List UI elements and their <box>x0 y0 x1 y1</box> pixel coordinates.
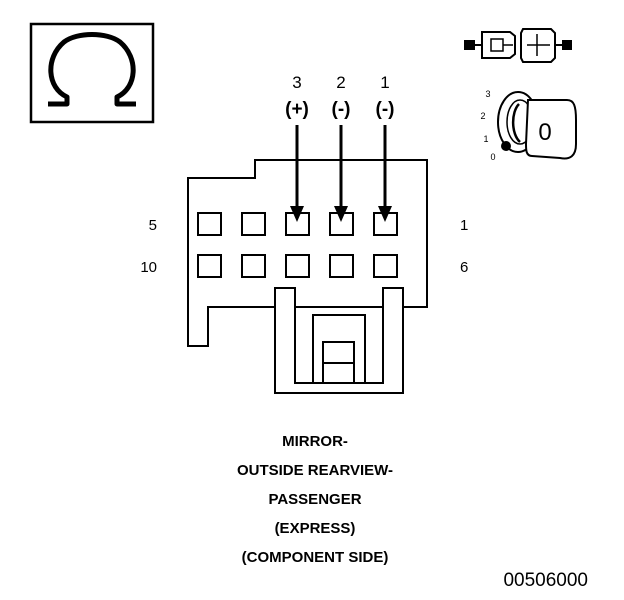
caption-line-2: OUTSIDE REARVIEW- <box>237 462 393 479</box>
cavity-10 <box>197 254 222 278</box>
ignition-key-label: 0 <box>538 119 551 146</box>
caption: MIRROR- OUTSIDE REARVIEW- PASSENGER (EXP… <box>237 433 393 566</box>
probe-arrow-pin-1 <box>378 125 392 222</box>
ignition-key-icon: 0 3 2 1 0 <box>480 89 577 162</box>
cavity-label-bottom-left: 10 <box>140 259 157 276</box>
ignition-position-2: 2 <box>480 111 485 121</box>
pin-polarity-3: (+) <box>285 99 309 120</box>
caption-line-3: PASSENGER <box>268 491 361 508</box>
connector-latch <box>274 287 404 394</box>
probe-arrow-pin-2 <box>334 125 348 222</box>
ohm-icon <box>48 32 136 107</box>
symbol-box <box>29 22 155 124</box>
ohmmeter-symbol <box>29 22 155 124</box>
cavity-label-top-left: 5 <box>149 217 157 234</box>
ignition-position-0: 0 <box>490 152 495 162</box>
figure-number: 00506000 <box>503 570 588 591</box>
probe-arrows <box>290 125 392 222</box>
connector-disconnected-icon <box>464 28 572 63</box>
pin-polarity-1: (-) <box>376 99 395 120</box>
ignition-position-3: 3 <box>485 89 490 99</box>
cavity-9 <box>241 254 266 278</box>
cavity-4 <box>241 212 266 236</box>
pin-polarity-2: (-) <box>332 99 351 120</box>
caption-line-4: (EXPRESS) <box>275 520 356 537</box>
cavity-8 <box>285 254 310 278</box>
cavity-6 <box>373 254 398 278</box>
cavity-row-top <box>197 212 398 236</box>
cavity-row-bottom <box>197 254 398 278</box>
cavity-label-top-right: 1 <box>460 217 468 234</box>
pin-number-2: 2 <box>336 73 345 92</box>
pin-number-3: 3 <box>292 73 301 92</box>
probe-arrow-pin-3 <box>290 125 304 222</box>
cavity-7 <box>329 254 354 278</box>
pin-number-1: 1 <box>380 73 389 92</box>
ignition-position-1: 1 <box>483 134 488 144</box>
caption-line-5: (COMPONENT SIDE) <box>242 549 389 566</box>
cavity-5 <box>197 212 222 236</box>
cavity-label-bottom-right: 6 <box>460 259 468 276</box>
caption-line-1: MIRROR- <box>282 433 348 450</box>
